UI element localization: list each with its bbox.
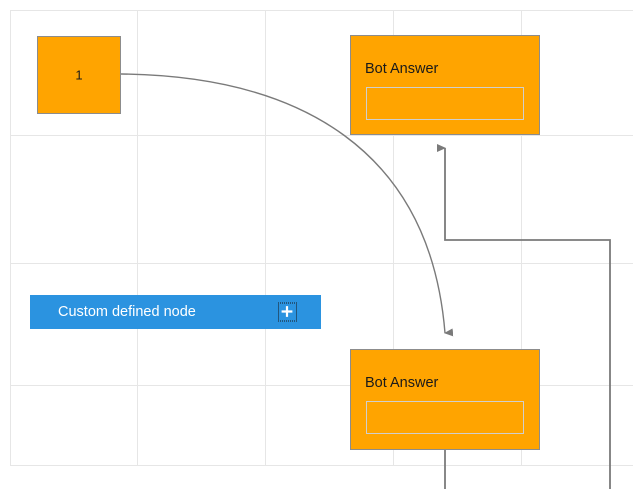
bot-answer-title: Bot Answer [365,375,439,391]
bot-answer-node-top[interactable]: Bot Answer [350,35,540,135]
connector-curve-node1-to-bot-bottom[interactable] [120,73,454,337]
bot-answer-slot[interactable] [366,87,524,120]
connector-orthogonal-loopback[interactable] [437,144,611,489]
bot-answer-slot[interactable] [366,401,524,434]
custom-defined-node-label: Custom defined node [58,303,196,320]
start-node-label: 1 [75,67,83,83]
bot-answer-node-bottom[interactable]: Bot Answer [350,349,540,450]
start-node[interactable]: 1 [37,36,121,114]
plus-icon[interactable] [278,302,297,322]
bot-answer-title: Bot Answer [365,61,439,77]
custom-defined-node[interactable]: Custom defined node [30,295,321,329]
